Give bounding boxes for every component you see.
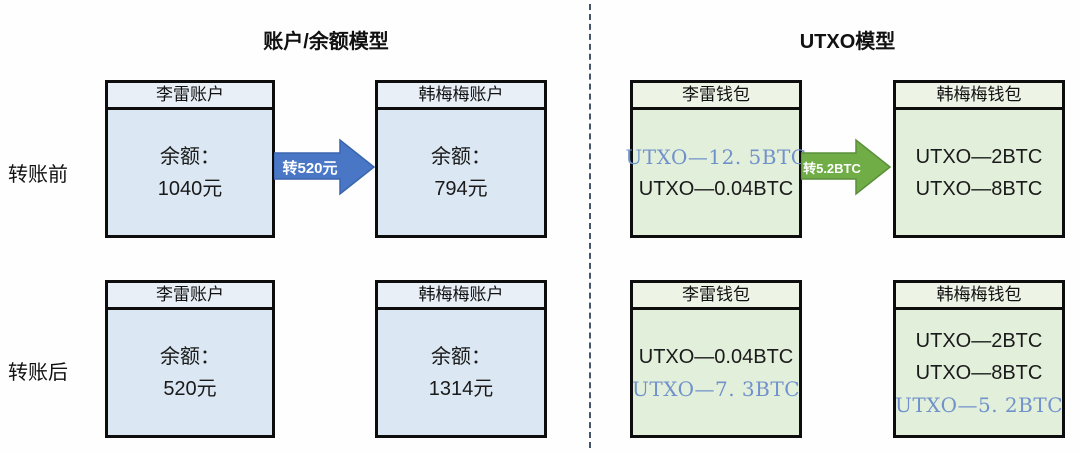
account-after-receiver-box: 韩梅梅账户 余额： 1314元 — [375, 280, 547, 438]
utxo-entry-highlighted: UTXO—12. 5BTC — [625, 144, 807, 169]
box-header: 韩梅梅账户 — [378, 283, 544, 310]
transfer-arrow-cny-label: 转520元 — [282, 159, 338, 177]
box-header: 李雷账户 — [108, 83, 272, 110]
utxo-entry-highlighted: UTXO—7. 3BTC — [632, 376, 800, 401]
box-header: 李雷账户 — [108, 283, 272, 310]
utxo-entry-highlighted: UTXO—5. 2BTC — [895, 392, 1063, 417]
utxo-model-title: UTXO模型 — [799, 31, 896, 53]
row-label-after-transfer: 转账后 — [8, 362, 68, 384]
utxo-entry: UTXO—0.04BTC — [638, 177, 794, 200]
utxo-entry: UTXO—2BTC — [915, 329, 1043, 352]
right-arrow-icon — [274, 138, 376, 196]
account-before-sender-box: 李雷账户 余额： 1040元 — [105, 80, 275, 238]
transfer-arrow-btc: 转5.2BTC — [801, 138, 892, 196]
box-header: 韩梅梅钱包 — [896, 83, 1062, 110]
box-body: 余额： 794元 — [378, 110, 544, 235]
right-arrow-icon — [801, 138, 892, 196]
utxo-entry: UTXO—8BTC — [915, 361, 1043, 384]
box-header: 李雷钱包 — [633, 83, 799, 110]
panel-divider-dashed-line — [589, 4, 591, 448]
box-body: UTXO—12. 5BTC UTXO—0.04BTC — [625, 110, 806, 235]
account-model-title: 账户/余额模型 — [263, 31, 389, 53]
balance-label: 余额： — [160, 145, 220, 168]
box-body: UTXO—0.04BTC UTXO—7. 3BTC — [632, 310, 800, 435]
row-label-before-transfer: 转账前 — [8, 164, 68, 186]
transfer-arrow-cny: 转520元 — [274, 138, 376, 196]
transfer-arrow-btc-label: 转5.2BTC — [803, 160, 861, 176]
box-body: 余额： 1314元 — [378, 310, 544, 435]
balance-value: 1040元 — [157, 177, 223, 200]
utxo-entry: UTXO—2BTC — [915, 145, 1043, 168]
balance-value: 520元 — [163, 377, 217, 400]
utxo-entry: UTXO—8BTC — [915, 177, 1043, 200]
utxo-entry: UTXO—0.04BTC — [638, 345, 794, 368]
box-body: 余额： 1040元 — [108, 110, 272, 235]
balance-label: 余额： — [431, 145, 491, 168]
balance-label: 余额： — [431, 345, 491, 368]
balance-value: 794元 — [434, 177, 488, 200]
box-body: 余额： 520元 — [108, 310, 272, 435]
account-before-receiver-box: 韩梅梅账户 余额： 794元 — [375, 80, 547, 238]
balance-value: 1314元 — [428, 377, 494, 400]
balance-label: 余额： — [160, 345, 220, 368]
box-header: 李雷钱包 — [633, 283, 799, 310]
account-after-sender-box: 李雷账户 余额： 520元 — [105, 280, 275, 438]
box-header: 韩梅梅账户 — [378, 83, 544, 110]
box-body: UTXO—2BTC UTXO—8BTC — [896, 110, 1062, 235]
utxo-after-receiver-box: 韩梅梅钱包 UTXO—2BTC UTXO—8BTC UTXO—5. 2BTC — [893, 280, 1065, 438]
box-header: 韩梅梅钱包 — [896, 283, 1062, 310]
utxo-after-sender-box: 李雷钱包 UTXO—0.04BTC UTXO—7. 3BTC — [630, 280, 802, 438]
utxo-before-sender-box: 李雷钱包 UTXO—12. 5BTC UTXO—0.04BTC — [625, 80, 806, 238]
box-body: UTXO—2BTC UTXO—8BTC UTXO—5. 2BTC — [895, 310, 1063, 435]
utxo-before-receiver-box: 韩梅梅钱包 UTXO—2BTC UTXO—8BTC — [893, 80, 1065, 238]
